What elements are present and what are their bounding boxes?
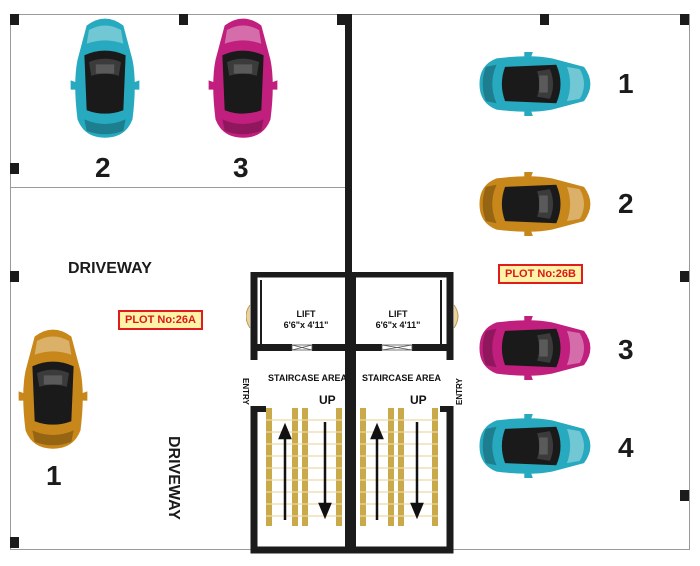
car-a-3 (208, 18, 278, 138)
bay-number-b-4: 4 (618, 432, 634, 463)
bay-number-b-2: 2 (618, 188, 634, 219)
column (10, 271, 19, 282)
column (10, 163, 19, 174)
car-a-1 (18, 329, 88, 449)
car-b-4 (479, 414, 591, 478)
lift-title: LIFT (388, 309, 408, 319)
up-label-b: UP (410, 393, 427, 407)
bay-number-b-1: 1 (618, 68, 634, 99)
column (680, 14, 689, 25)
lift-title: LIFT (296, 309, 316, 319)
entry-label-a: ENTRY (241, 378, 250, 405)
car-a-2 (70, 18, 140, 138)
column (10, 537, 19, 548)
lift-label-b: LIFT 6'6"x 4'11" (356, 309, 440, 331)
bay-number-a-2: 2 (95, 152, 111, 183)
stair-tread-lines (266, 419, 438, 517)
column (540, 14, 549, 25)
entry-label-b: ENTRY (455, 378, 464, 405)
car-b-3 (479, 316, 591, 380)
bay-number-a-1: 1 (46, 460, 62, 491)
staircase-label-b: STAIRCASE AREA (362, 373, 442, 383)
stair-lift-core (246, 272, 459, 554)
plot-label-26b: PLOT No:26B (498, 264, 583, 284)
lift-label-a: LIFT 6'6"x 4'11" (264, 309, 348, 331)
stair-treads-right (360, 408, 438, 526)
car-b-2 (479, 172, 591, 236)
stair-treads-left (266, 408, 342, 526)
driveway-vertical-label: DRIVEWAY (165, 436, 182, 520)
column (179, 14, 188, 25)
staircase-label-a: STAIRCASE AREA (268, 373, 348, 383)
bay-partition-line (11, 187, 347, 188)
lift-door (291, 344, 413, 351)
bay-number-b-3: 3 (618, 334, 634, 365)
car-b-1 (479, 52, 591, 116)
lift-size: 6'6"x 4'11" (375, 320, 421, 330)
up-label-a: UP (319, 393, 336, 407)
column (680, 490, 689, 501)
column (10, 14, 19, 25)
driveway-label: DRIVEWAY (68, 260, 152, 277)
plot-label-26a: PLOT No:26A (118, 310, 203, 330)
bay-number-a-3: 3 (233, 152, 249, 183)
lift-size: 6'6"x 4'11" (283, 320, 329, 330)
column (680, 271, 689, 282)
column (337, 14, 346, 25)
